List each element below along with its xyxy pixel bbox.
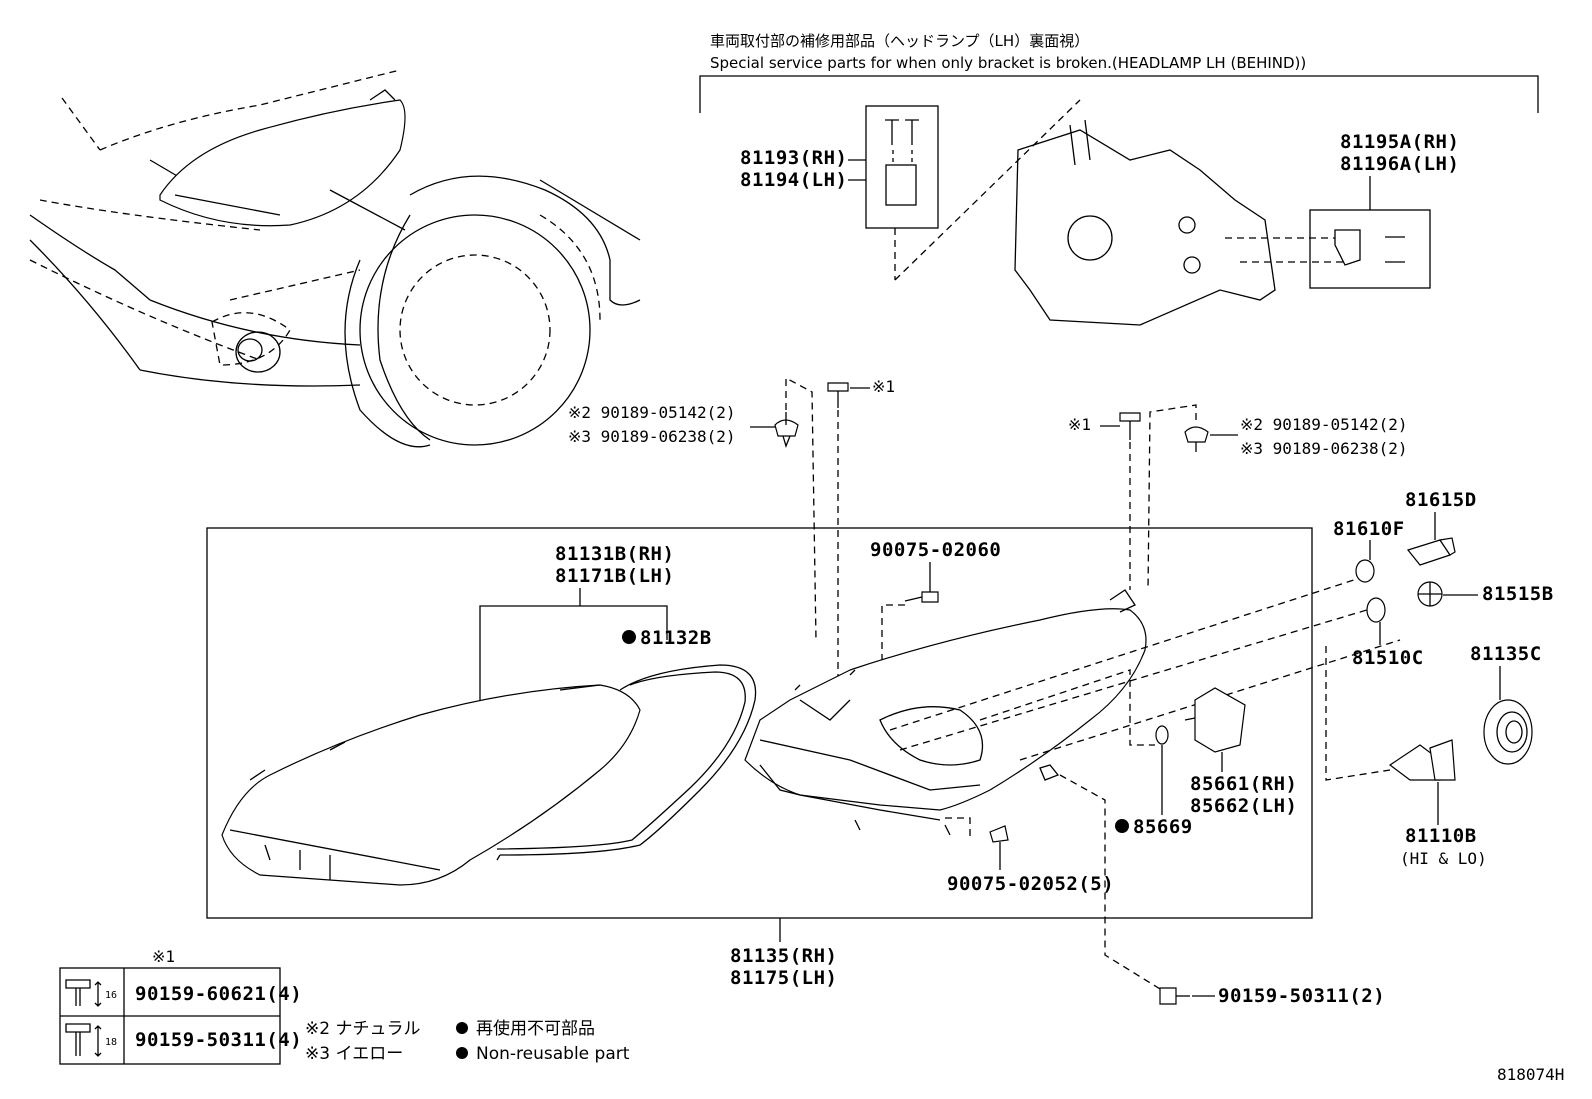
bolt-90159-50311	[1159, 987, 1190, 1005]
actuator-85661	[1184, 687, 1246, 753]
label-81615d: 81615D	[1405, 489, 1477, 511]
label-90075-02060: 90075-02060	[870, 539, 1001, 561]
header-bracket	[699, 75, 1539, 113]
bulb-81110b	[1388, 739, 1456, 781]
cap-81135c	[1483, 699, 1533, 765]
legend-part-2: 90159-50311(4)	[135, 1029, 302, 1051]
label-81135: 81135(RH)	[730, 945, 837, 967]
clip-right	[1147, 404, 1209, 591]
label-85661: 85661(RH)	[1190, 773, 1297, 795]
bracket-81195a-box	[1225, 209, 1431, 289]
label-81171b: 81171B(LH)	[555, 565, 674, 587]
label-clip-left-a: ※2 90189-05142(2)	[568, 403, 736, 422]
note-3: ※3 イエロー	[305, 1044, 403, 1064]
label-90159-50311: 90159-50311(2)	[1218, 985, 1385, 1007]
header-jp: 車両取付部の補修用部品（ヘッドランプ（LH）裏面視）	[710, 32, 1089, 50]
label-81110b: 81110B	[1405, 825, 1477, 847]
bolt-legend-table: ※1 16 90159-60621(4) 18 90159-50311(4)	[59, 947, 302, 1065]
header-en: Special service parts for when only brac…	[710, 54, 1306, 72]
label-81193: 81193(RH)	[740, 147, 847, 169]
label-81196a: 81196A(LH)	[1340, 153, 1459, 175]
label-bolt-left-ref: ※1	[872, 377, 895, 396]
headlamp-rear-view	[1014, 119, 1276, 326]
headlamp-assembly	[744, 589, 1147, 836]
label-clip-right-a: ※2 90189-05142(2)	[1240, 415, 1408, 434]
legend-size-1: 16	[105, 990, 117, 1001]
legend-size-2: 18	[105, 1037, 117, 1048]
label-81195a: 81195A(RH)	[1340, 131, 1459, 153]
bolt-left	[827, 382, 849, 690]
o-ring-85669	[1155, 725, 1169, 745]
legend-ref: ※1	[152, 947, 175, 966]
label-90075-02052: 90075-02052(5)	[947, 873, 1114, 895]
non-reusable-legend-dot-1	[456, 1022, 468, 1034]
bracket-81193-box	[865, 99, 1081, 281]
screw-90075-02060	[881, 591, 939, 668]
seal-gasket	[496, 664, 757, 861]
vehicle-front-illustration	[29, 69, 641, 448]
label-81110b-note: (HI & LO)	[1400, 849, 1487, 868]
label-81135c: 81135C	[1470, 643, 1542, 665]
label-81175: 81175(LH)	[730, 967, 837, 989]
label-81610f: 81610F	[1333, 518, 1405, 540]
bolt-right	[1119, 412, 1141, 590]
label-81132b: 81132B	[640, 627, 712, 649]
label-85669: 85669	[1133, 816, 1193, 838]
bulb-81610f	[1355, 559, 1375, 583]
note-nonreusable-en: Non-reusable part	[476, 1044, 630, 1064]
non-reusable-dot-85669	[1115, 819, 1129, 833]
label-clip-left-b: ※3 90189-06238(2)	[568, 427, 736, 446]
label-bolt-right-ref: ※1	[1068, 415, 1091, 434]
screw-90075-02052	[945, 817, 1009, 870]
label-85662: 85662(LH)	[1190, 795, 1297, 817]
note-2: ※2 ナチュラル	[305, 1019, 420, 1039]
legend-part-1: 90159-60621(4)	[135, 983, 302, 1005]
label-clip-right-b: ※3 90189-06238(2)	[1240, 439, 1408, 458]
label-81510c: 81510C	[1352, 647, 1424, 669]
bulb-81510c	[1366, 597, 1386, 623]
socket-81515b	[1417, 581, 1443, 607]
assembly-box	[206, 527, 1313, 919]
non-reusable-legend-dot-2	[456, 1047, 468, 1059]
non-reusable-dot-81132b	[622, 630, 636, 644]
label-81131b: 81131B(RH)	[555, 543, 674, 565]
bulb-81615d	[1406, 537, 1456, 566]
label-81194: 81194(LH)	[740, 169, 847, 191]
figure-id: 818074H	[1497, 1065, 1564, 1084]
label-81515b: 81515B	[1482, 583, 1554, 605]
note-nonreusable-jp: 再使用不可部品	[476, 1018, 595, 1039]
headlamp-lens	[221, 684, 641, 886]
clip-left	[774, 376, 817, 641]
